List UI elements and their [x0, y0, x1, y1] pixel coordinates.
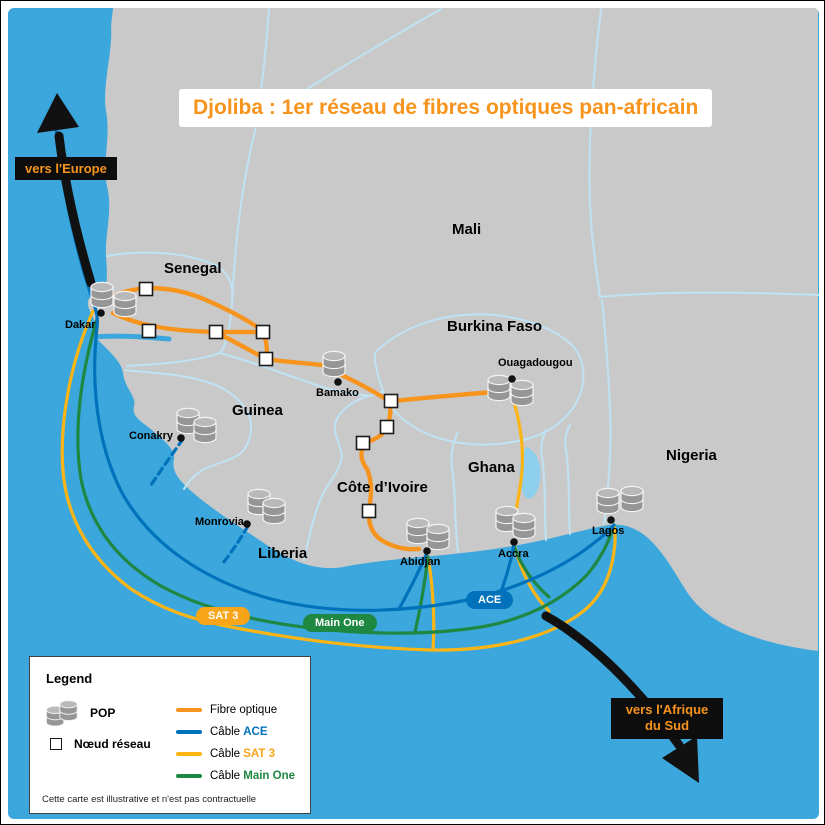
label-vers-afrique-du-sud: vers l'Afrique du Sud [611, 698, 723, 739]
city-label-lagos: Lagos [592, 525, 625, 537]
legend-ace-prefix: Câble [210, 726, 244, 738]
city-label-monrovia: Monrovia [195, 516, 244, 528]
legend-cable-list: Fibre optique Câble ACE Câble SAT 3 Câbl… [176, 699, 295, 787]
legend-ace-name: ACE [243, 726, 268, 738]
legend-fibre-label: Fibre optique [210, 704, 278, 716]
country-label-burkina-faso: Burkina Faso [447, 318, 543, 335]
cable-tag-sat3: SAT 3 [196, 607, 251, 625]
legend-sat3-name: SAT 3 [243, 748, 275, 760]
ace-line-swatch [176, 730, 202, 734]
legend-sat3-prefix: Câble [210, 748, 244, 760]
map-title: Djoliba : 1er réseau de fibres optiques … [179, 89, 713, 127]
country-label-senegal: Senegal [164, 260, 222, 277]
city-label-abidjan: Abidjan [400, 556, 441, 568]
legend-row-sat3: Câble SAT 3 [176, 743, 295, 765]
gambia-river [90, 333, 172, 342]
country-label-cote-divoire: Côte d’Ivoire [337, 479, 428, 496]
sat3-line-swatch [176, 752, 202, 756]
country-label-liberia: Liberia [258, 545, 308, 562]
city-label-dakar: Dakar [65, 319, 96, 331]
city-label-bamako: Bamako [316, 387, 359, 399]
legend-disclaimer: Cette carte est illustrative et n'est pa… [42, 794, 257, 805]
country-label-mali: Mali [452, 221, 482, 238]
legend-title: Legend [46, 671, 93, 686]
city-label-accra: Accra [498, 548, 529, 560]
legend-node-label: Nœud réseau [74, 737, 151, 751]
cable-tag-main-one: Main One [303, 614, 377, 632]
country-label-guinea: Guinea [232, 402, 283, 419]
legend: Legend POP Nœud réseau [29, 656, 311, 814]
legend-row-ace: Câble ACE [176, 721, 295, 743]
mainone-line-swatch [176, 774, 202, 778]
country-label-nigeria: Nigeria [666, 447, 717, 464]
cable-main-one [76, 317, 615, 635]
city-dots [97, 309, 615, 555]
network-node-icon [50, 738, 62, 750]
legend-node-row: Nœud réseau [50, 737, 151, 751]
city-label-ouagadougou: Ouagadougou [498, 357, 573, 369]
legend-mainone-name: Main One [243, 770, 296, 782]
city-label-conakry: Conakry [129, 430, 174, 442]
network-node-icons [138, 281, 399, 519]
cable-tag-ace: ACE [466, 591, 514, 609]
legend-pop-label: POP [90, 706, 116, 720]
legend-pop-row: POP [44, 697, 115, 729]
arrow-europe-shape [37, 93, 96, 288]
legend-row-mainone: Câble Main One [176, 765, 295, 787]
pop-icon [45, 700, 78, 727]
fibre-line-swatch [176, 708, 202, 712]
label-vers-europe: vers l'Europe [15, 157, 117, 180]
legend-row-fibre: Fibre optique [176, 699, 295, 721]
lake-volta [519, 447, 541, 499]
country-label-ghana: Ghana [468, 459, 515, 476]
legend-mainone-prefix: Câble [210, 770, 244, 782]
